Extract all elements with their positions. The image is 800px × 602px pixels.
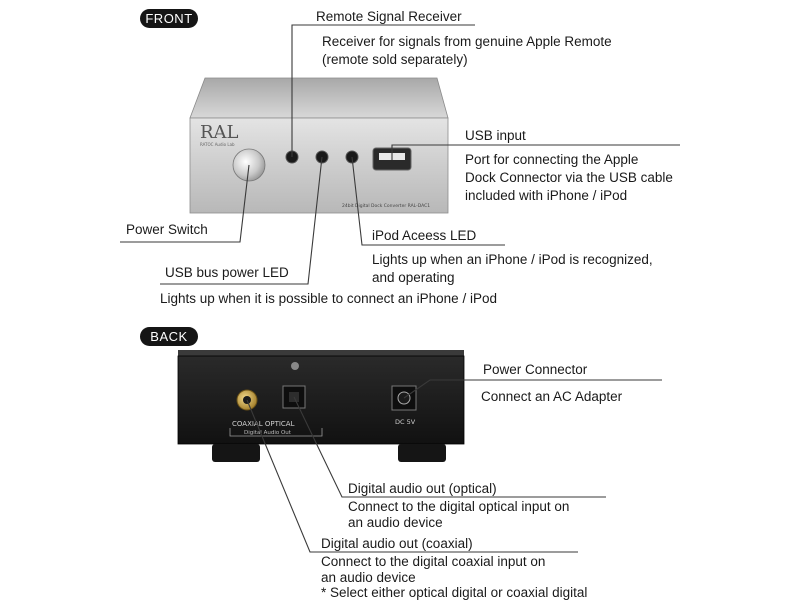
callout-ipod-led-desc-1: Lights up when an iPhone / iPod is recog…	[372, 252, 653, 267]
port-label: COAXIAL OPTICAL	[232, 420, 295, 428]
callout-coaxial-desc-3: * Select either optical digital or coaxi…	[321, 585, 588, 600]
callout-usb-led-title: USB bus power LED	[165, 265, 289, 280]
callout-optical-title: Digital audio out (optical)	[348, 481, 497, 496]
callout-usb-led-desc-1: Lights up when it is possible to connect…	[160, 291, 497, 306]
callout-usb-desc-1: Port for connecting the Apple	[465, 152, 639, 167]
callout-power-title: Power Switch	[126, 222, 208, 237]
callout-ipod-led-title: iPod Aceess LED	[372, 228, 477, 243]
chassis-screw	[291, 362, 299, 370]
front-section-label: FRONT	[140, 9, 198, 28]
callout-usb-desc-3: included with iPhone / iPod	[465, 188, 628, 203]
callout-power-connector-title: Power Connector	[483, 362, 588, 377]
left-foot	[212, 444, 260, 462]
back-section-label: BACK	[140, 327, 198, 346]
callout-coaxial-desc-2: an audio device	[321, 570, 416, 585]
callout-remote-desc-2: (remote sold separately)	[322, 52, 468, 67]
callout-coaxial-desc-1: Connect to the digital coaxial input on	[321, 554, 546, 569]
back-device: COAXIAL OPTICAL Digital Audio Out DC 5V	[177, 350, 465, 462]
port-sublabel: Digital Audio Out	[244, 430, 292, 436]
front-leader-lines	[120, 24, 680, 285]
callout-ipod-led-desc-2: and operating	[372, 270, 455, 285]
dc-label: DC 5V	[395, 418, 416, 426]
logo-subtext: RATOC Audio Lab	[200, 142, 235, 147]
right-foot	[398, 444, 446, 462]
callout-optical-desc-1: Connect to the digital optical input on	[348, 499, 570, 514]
callout-power-connector-desc-1: Connect an AC Adapter	[481, 389, 623, 404]
callout-usb-title: USB input	[465, 128, 526, 143]
callout-usb-desc-2: Dock Connector via the USB cable	[465, 170, 673, 185]
callout-remote-title: Remote Signal Receiver	[316, 9, 462, 24]
front-device: RAL RATOC Audio Lab 24bit Digital Dock C…	[189, 77, 449, 214]
callout-optical-desc-2: an audio device	[348, 515, 443, 530]
model-text: 24bit Digital Dock Converter RAL-DAC1	[342, 203, 430, 209]
callout-remote-desc-1: Receiver for signals from genuine Apple …	[322, 34, 612, 49]
logo-text: RAL	[200, 122, 239, 143]
brand-logo: RAL RATOC Audio Lab	[200, 122, 239, 147]
back-leader-lines	[246, 379, 662, 553]
callout-coaxial-title: Digital audio out (coaxial)	[321, 536, 473, 551]
